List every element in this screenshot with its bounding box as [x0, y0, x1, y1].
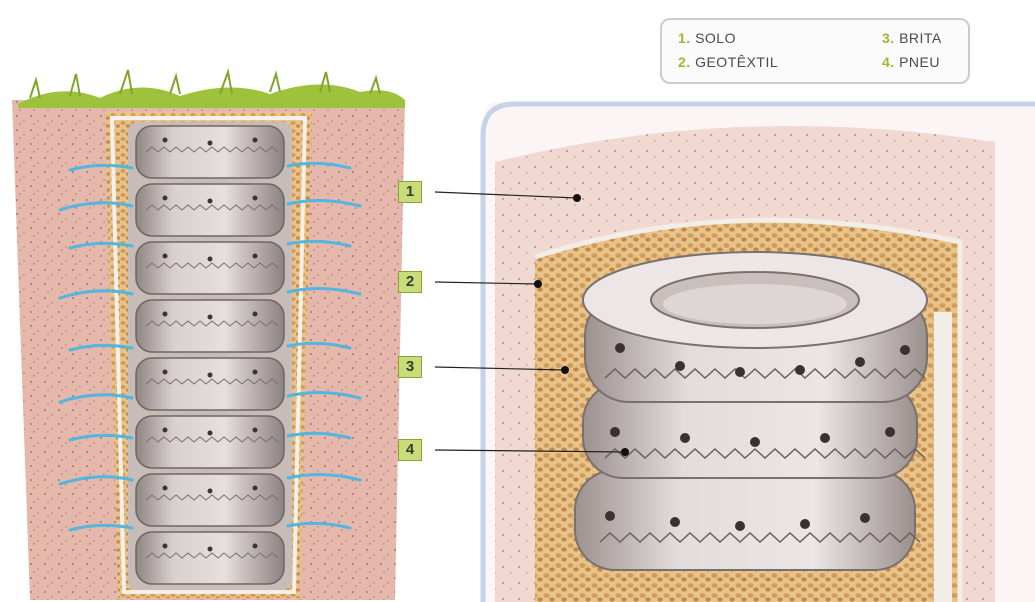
callout-dot-3: [561, 366, 569, 374]
grass-surface: [18, 70, 405, 108]
legend-item-geotextil: 2. GEOTÊXTIL: [678, 54, 778, 70]
well-cross-section: [0, 0, 420, 602]
legend-item-brita: 3. BRITA: [882, 30, 942, 46]
callout-tag-1: 1: [398, 181, 422, 203]
detail-tire-stack: [575, 252, 927, 570]
legend: 1. SOLO 2. GEOTÊXTIL 3. BRITA 4. PNEU: [660, 18, 970, 84]
callout-tag-3: 3: [398, 356, 422, 378]
legend-item-solo: 1. SOLO: [678, 30, 736, 46]
callout-tag-4: 4: [398, 439, 422, 461]
callout-tag-2: 2: [398, 271, 422, 293]
callout-dot-4: [621, 448, 629, 456]
callout-dot-2: [534, 280, 542, 288]
detail-view: [435, 82, 1035, 602]
callout-dot-1: [573, 194, 581, 202]
legend-item-pneu: 4. PNEU: [882, 54, 940, 70]
